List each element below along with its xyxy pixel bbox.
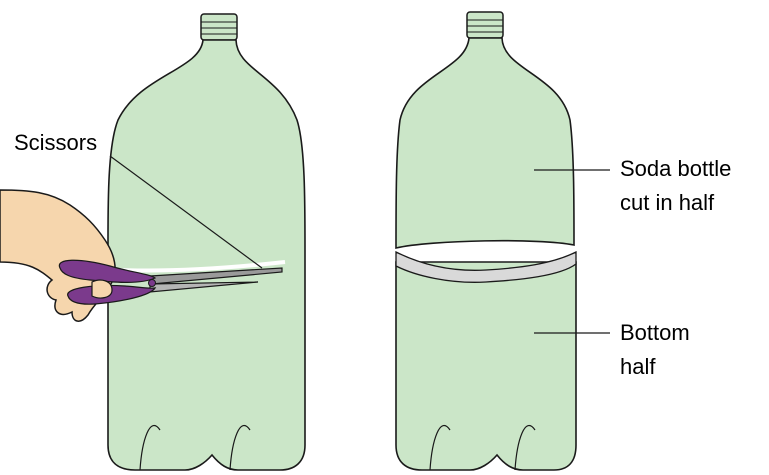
- scissors-pivot: [149, 280, 156, 287]
- top-half-label-line2: cut in half: [620, 190, 715, 215]
- hand-thumb: [92, 280, 112, 298]
- left-bottle: [108, 14, 305, 470]
- bottom-half-label-line1: Bottom: [620, 320, 690, 345]
- right-bottle: [396, 12, 576, 470]
- left-bottle-cap: [201, 14, 237, 40]
- top-half: [396, 38, 574, 248]
- bottom-half: [396, 262, 576, 470]
- left-bottle-body: [108, 40, 305, 470]
- scissors-label: Scissors: [14, 130, 97, 155]
- right-bottle-cap: [467, 12, 503, 38]
- bottom-half-label-line2: half: [620, 354, 656, 379]
- top-half-label-line1: Soda bottle: [620, 156, 731, 181]
